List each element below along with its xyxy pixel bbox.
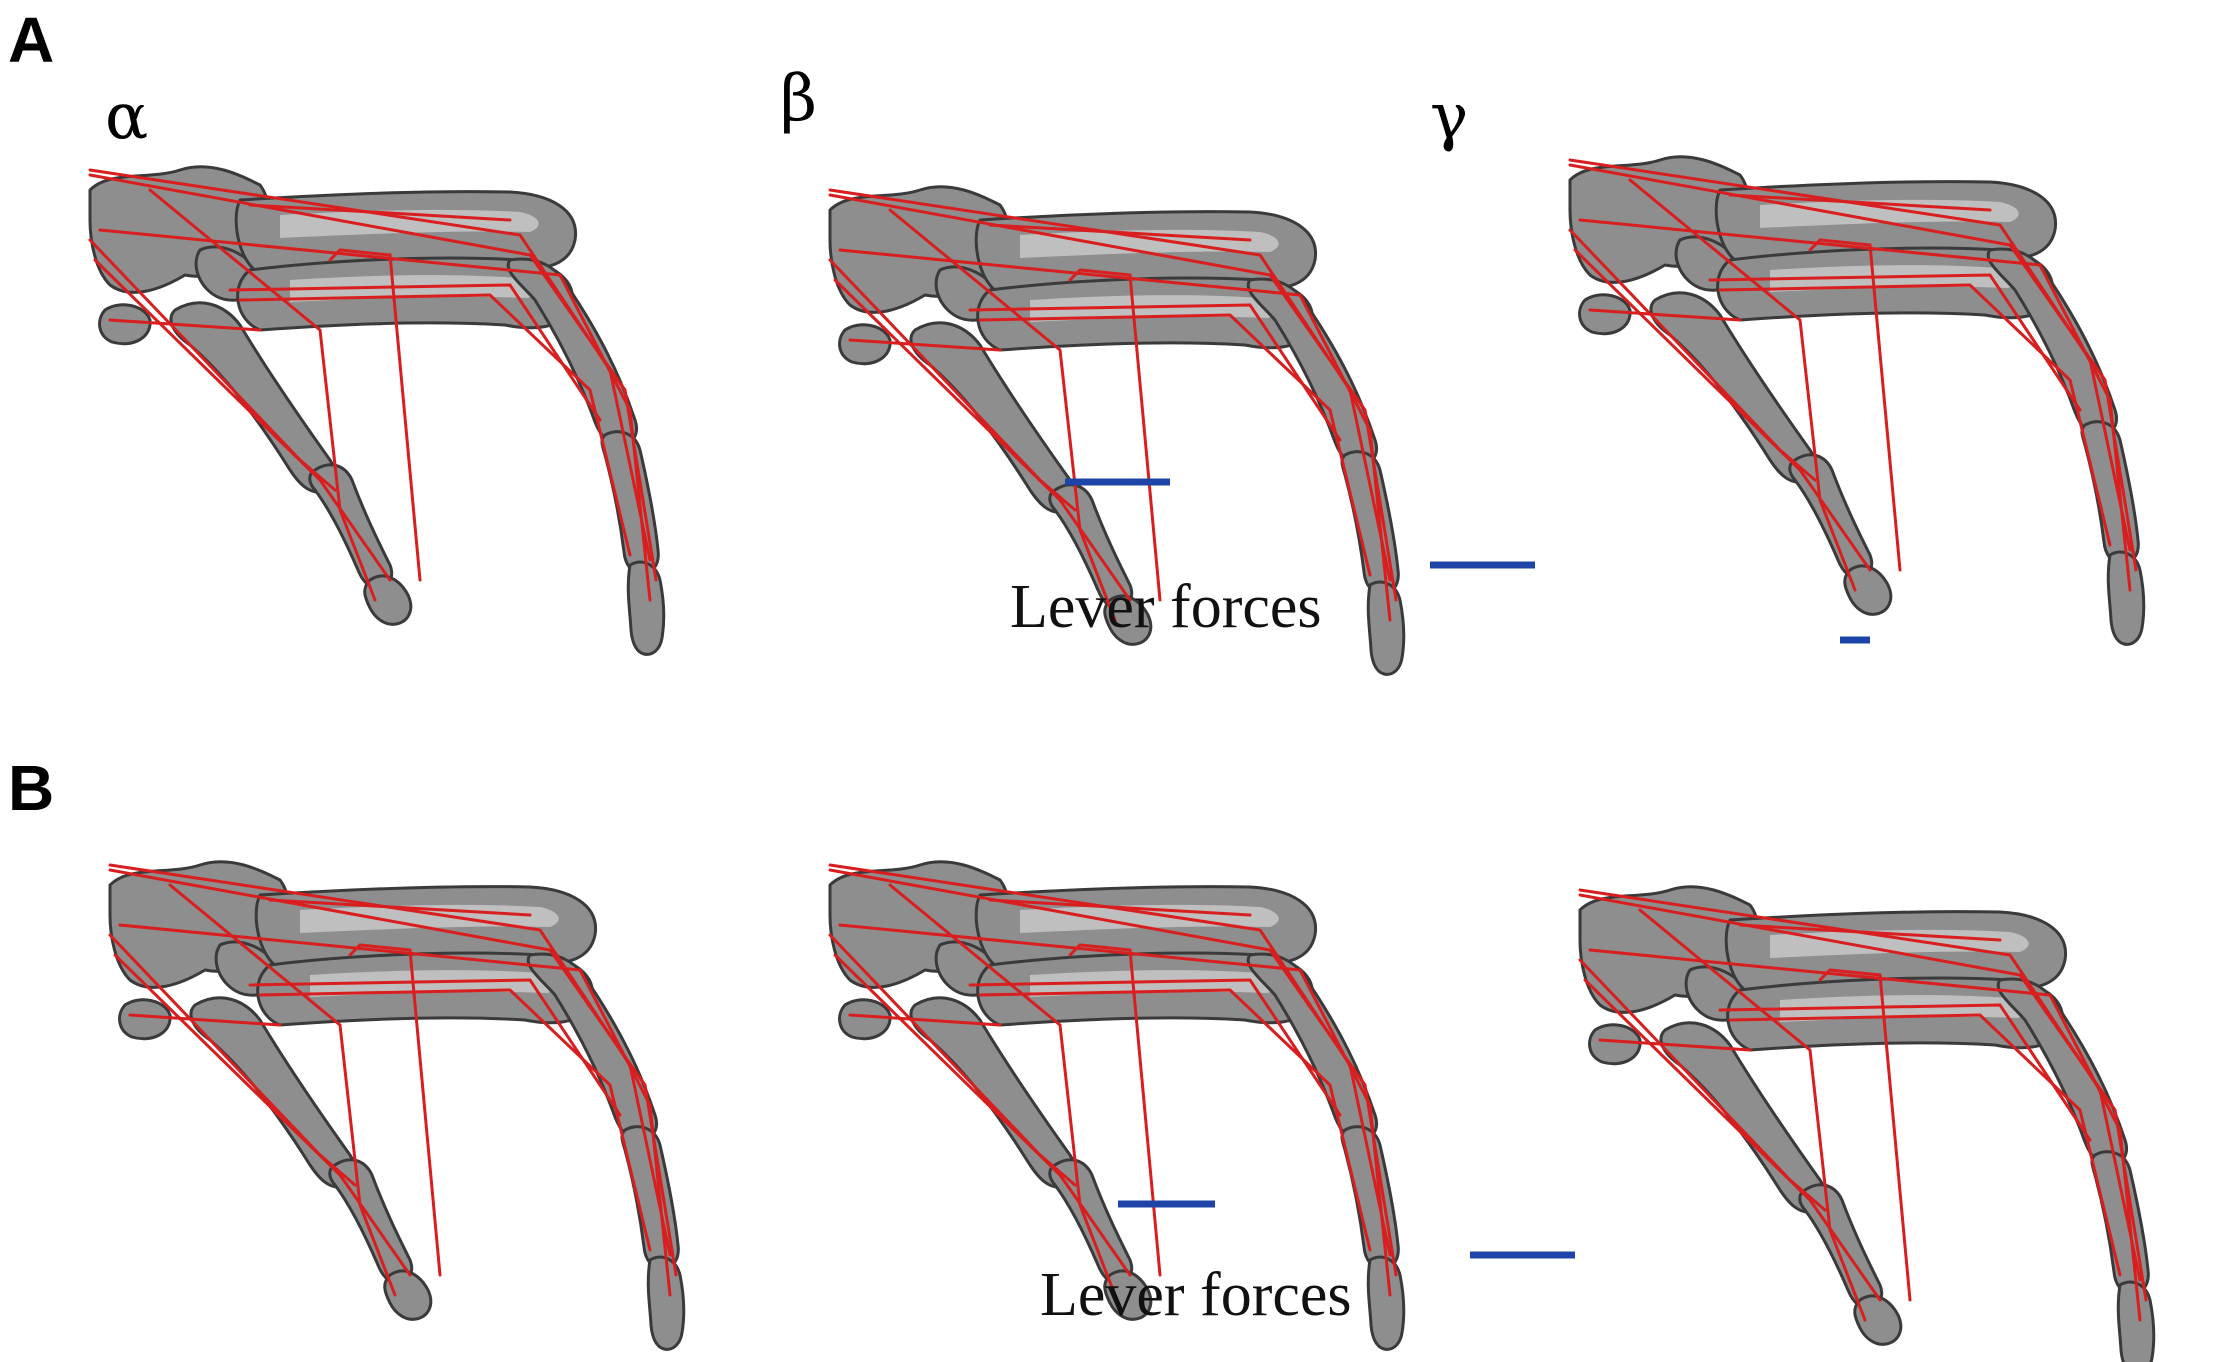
column-label-gamma: γ xyxy=(1430,80,1468,154)
hand-model-b-alpha xyxy=(108,860,686,1351)
panel-letter-a: A xyxy=(8,4,54,76)
lever-forces-label-b: Lever forces xyxy=(1040,1261,1352,1329)
hand-model-b-gamma xyxy=(1578,885,2156,1362)
panel-letter-b: B xyxy=(8,752,54,824)
hand-model-a-gamma xyxy=(1568,155,2146,646)
column-label-beta: β xyxy=(780,62,817,136)
lever-forces-label-a: Lever forces xyxy=(1010,573,1322,641)
column-label-alpha: α xyxy=(105,80,148,154)
hand-model-a-alpha xyxy=(88,165,666,656)
